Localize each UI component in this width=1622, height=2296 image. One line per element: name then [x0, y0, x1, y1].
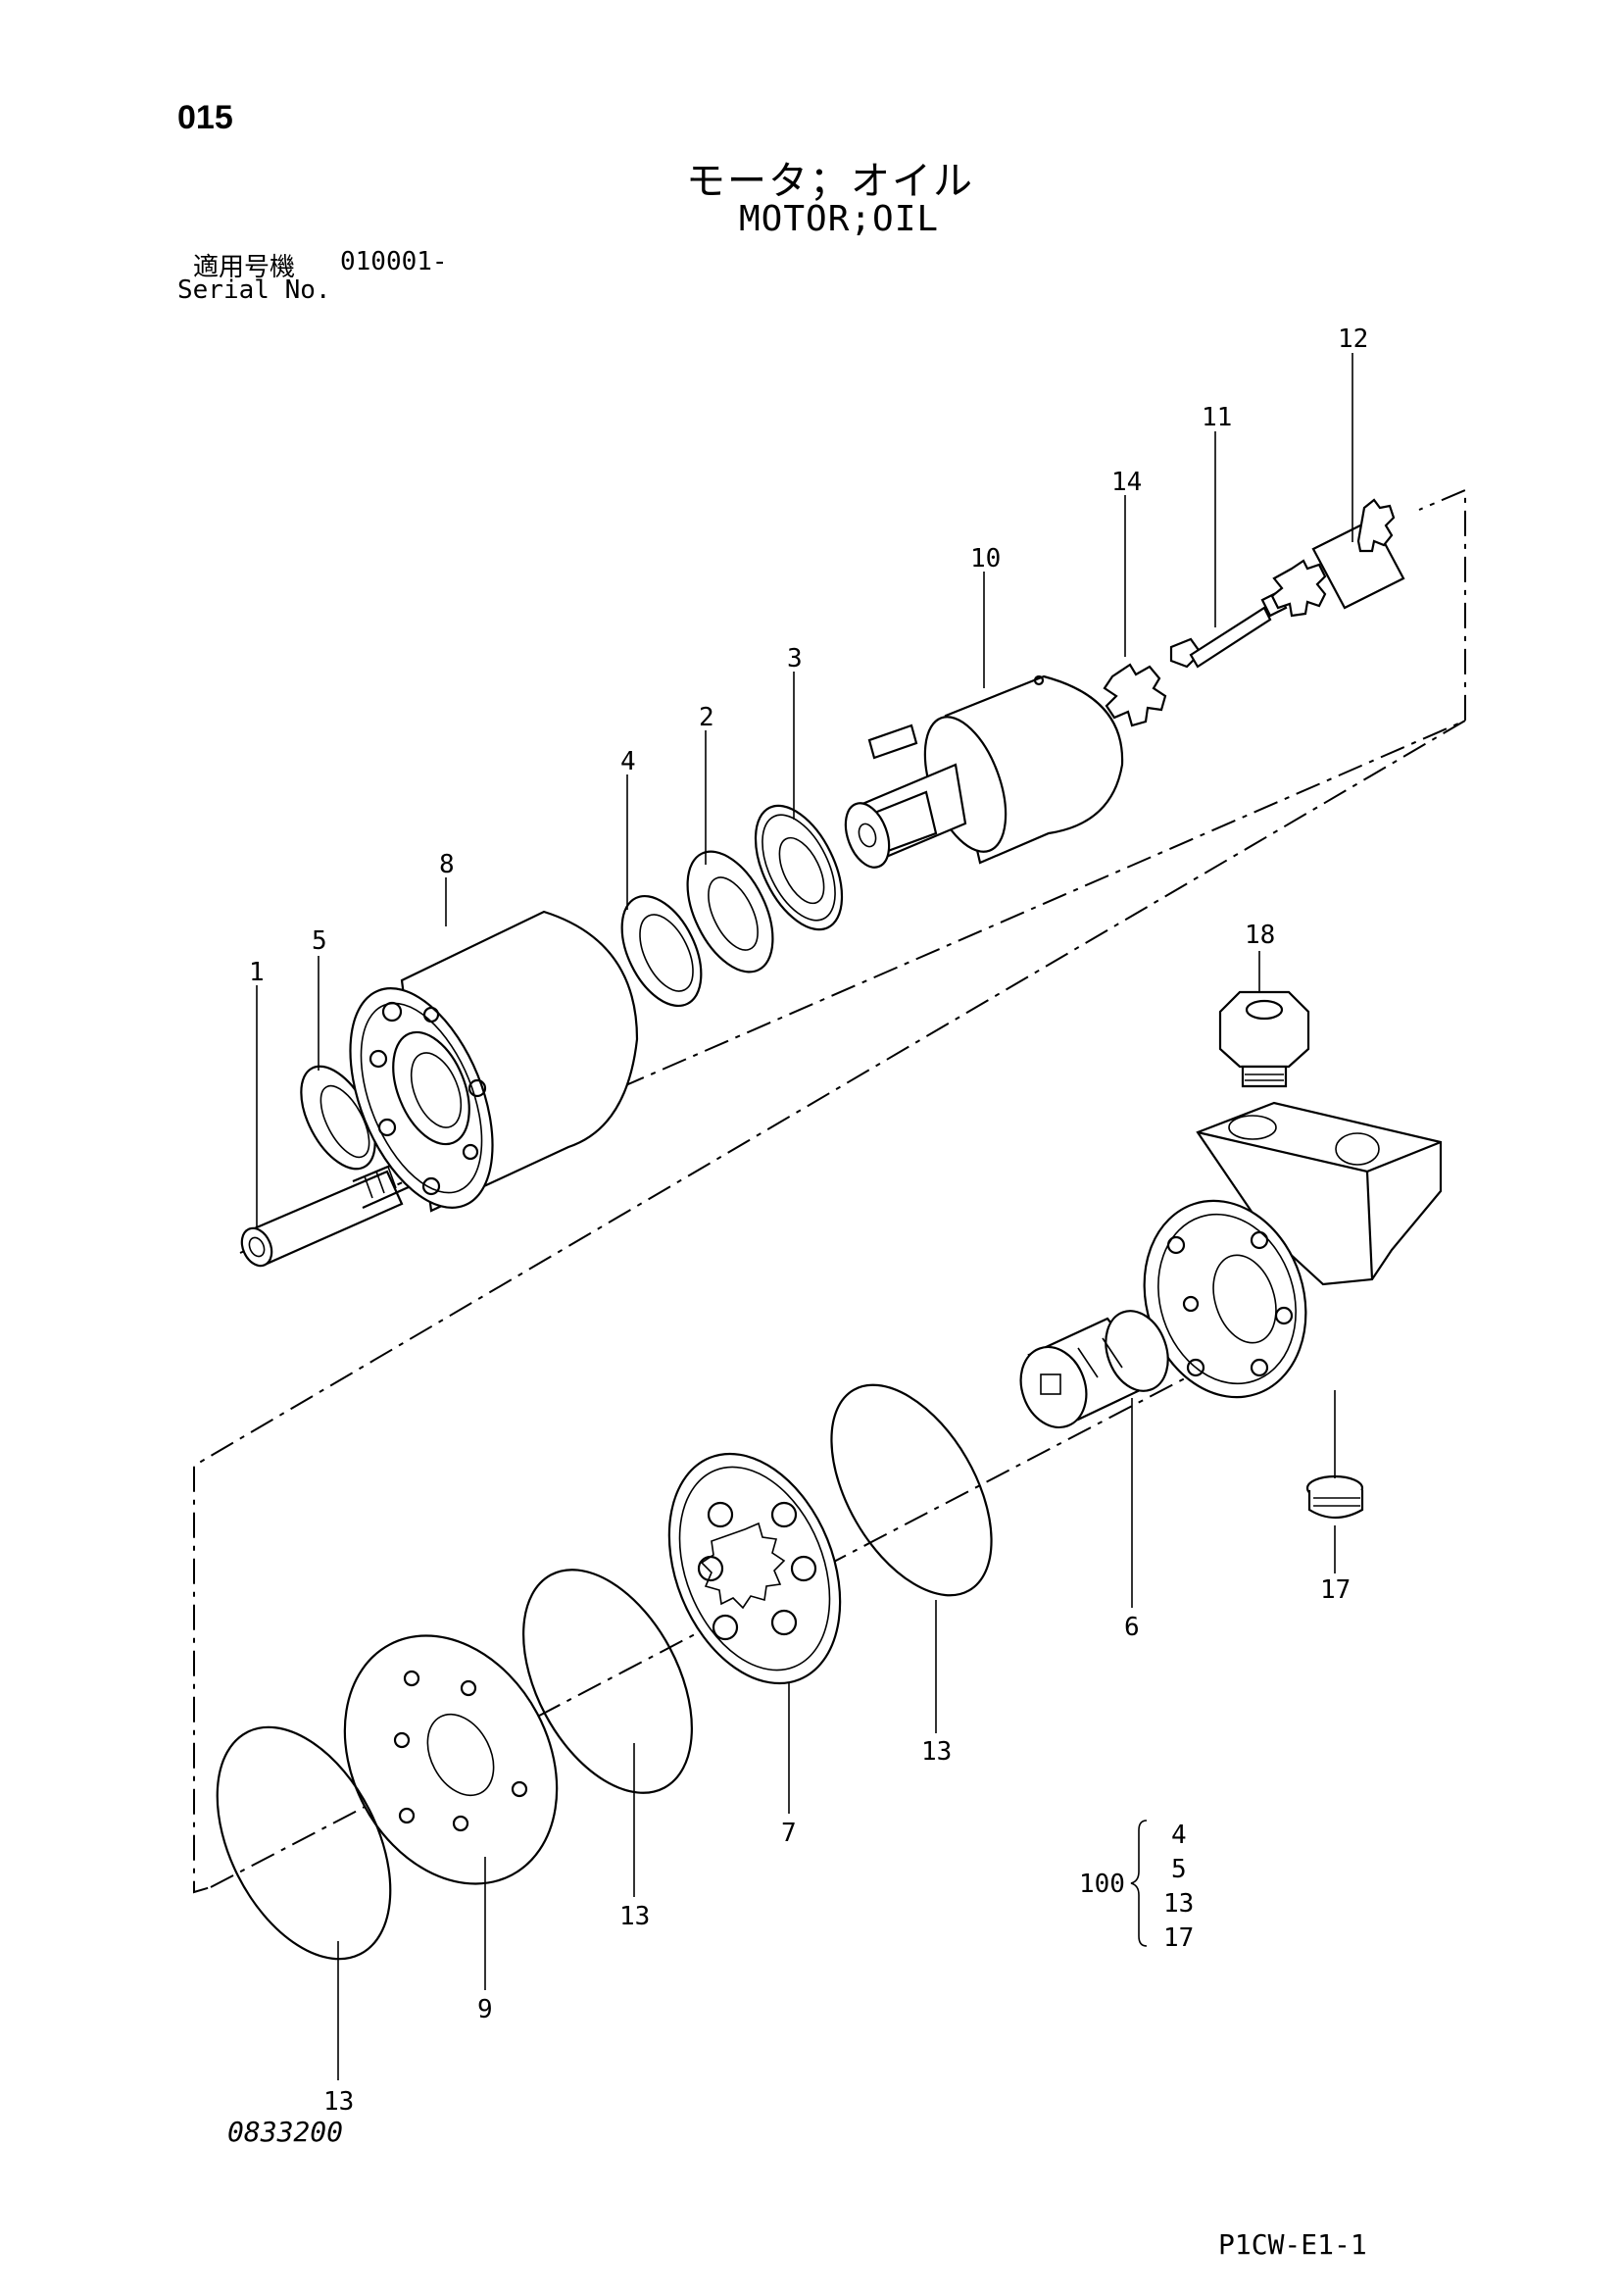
callout-2: 2 — [699, 703, 714, 732]
callout-4: 4 — [620, 747, 636, 776]
callout-5: 5 — [312, 926, 327, 956]
part-ring-4 — [620, 894, 703, 1008]
serial-label-japanese: 適用号機 — [193, 253, 296, 282]
kit-group: 100 4 5 13 17 — [1079, 1820, 1194, 1953]
kit-item: 5 — [1171, 1855, 1187, 1884]
part-o-ring-13-lower — [216, 1725, 392, 1961]
page-number: 015 — [177, 99, 233, 136]
part-port-block — [1143, 1101, 1443, 1399]
callout-7: 7 — [781, 1819, 797, 1848]
callout-10: 10 — [970, 544, 1001, 574]
part-washer-2 — [686, 850, 774, 973]
part-housing-8 — [349, 910, 639, 1213]
callout-17: 17 — [1320, 1575, 1351, 1605]
part-drive-pin-11 — [1189, 590, 1288, 669]
page-title-english: MOTOR;OIL — [739, 199, 940, 239]
part-plate-9 — [343, 1634, 559, 1885]
kit-item: 17 — [1163, 1923, 1194, 1953]
callout-13-lower: 13 — [323, 2087, 354, 2117]
page-title-japanese: モータ；オイル — [686, 159, 974, 204]
kit-item: 4 — [1171, 1821, 1187, 1850]
serial-label-english: Serial No. — [177, 275, 331, 305]
part-plug-18 — [1218, 990, 1310, 1088]
connector-axis-line — [193, 720, 1466, 1894]
callout-3: 3 — [787, 644, 803, 674]
drawing-number: 0833200 — [227, 2116, 344, 2148]
part-plug-17 — [1305, 1474, 1364, 1520]
serial-number-value: 010001- — [340, 247, 448, 276]
sheet-code: P1CW-E1-1 — [1218, 2228, 1367, 2261]
kit-label: 100 — [1079, 1870, 1125, 1899]
part-output-shaft-10 — [844, 674, 1124, 869]
kit-brace — [1130, 1820, 1148, 1947]
callout-13-middle: 13 — [619, 1902, 650, 1931]
callout-13-upper: 13 — [921, 1737, 952, 1767]
part-spool-6 — [1019, 1310, 1169, 1429]
callout-leader-lines — [256, 353, 1353, 2080]
part-thrust-bearing-3 — [754, 804, 844, 931]
part-spline-coupling-12 — [1270, 498, 1405, 618]
callout-9: 9 — [477, 1995, 493, 2024]
callout-11: 11 — [1202, 403, 1232, 432]
callout-18: 18 — [1245, 921, 1275, 950]
part-gerotor-7 — [667, 1452, 842, 1685]
upper-axis-line — [239, 488, 1466, 1254]
callout-14: 14 — [1111, 468, 1142, 497]
part-coupling-14 — [1103, 637, 1203, 727]
part-o-ring-13-upper — [830, 1383, 993, 1597]
callout-1: 1 — [249, 958, 265, 987]
callout-12: 12 — [1338, 324, 1368, 354]
kit-item: 13 — [1163, 1889, 1194, 1919]
callout-8: 8 — [439, 850, 455, 879]
callout-6: 6 — [1124, 1613, 1140, 1642]
part-cap-screw — [240, 1155, 423, 1268]
part-o-ring-13-middle — [522, 1569, 693, 1794]
